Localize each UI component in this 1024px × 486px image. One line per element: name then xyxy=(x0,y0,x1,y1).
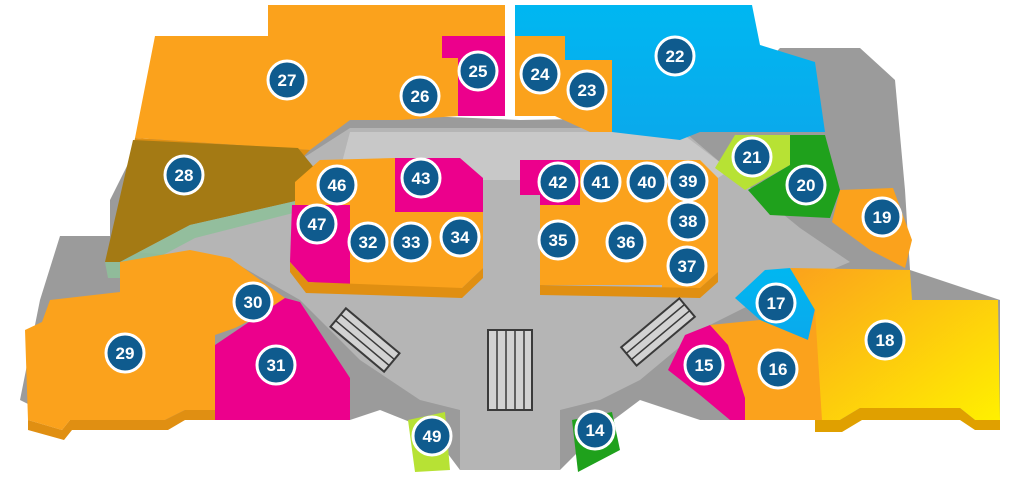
badge-label-36: 36 xyxy=(617,233,636,252)
badge-label-24: 24 xyxy=(531,65,550,84)
badge-32[interactable]: 32 xyxy=(347,221,389,263)
badge-label-49: 49 xyxy=(423,427,442,446)
block-east-front xyxy=(540,272,718,298)
badge-25[interactable]: 25 xyxy=(457,50,499,92)
badge-41[interactable]: 41 xyxy=(580,161,622,203)
unit-27[interactable] xyxy=(135,5,505,150)
badge-label-21: 21 xyxy=(743,148,762,167)
badge-label-25: 25 xyxy=(469,62,488,81)
unit-28-ledge xyxy=(105,175,328,278)
badge-20[interactable]: 20 xyxy=(785,164,827,206)
badge-16[interactable]: 16 xyxy=(757,348,799,390)
badge-18[interactable]: 18 xyxy=(864,319,906,361)
badge-33[interactable]: 33 xyxy=(390,221,432,263)
badge-15[interactable]: 15 xyxy=(683,344,725,386)
badge-46[interactable]: 46 xyxy=(316,164,358,206)
badge-label-32: 32 xyxy=(359,233,378,252)
badge-27[interactable]: 27 xyxy=(266,59,308,101)
badge-38[interactable]: 38 xyxy=(667,200,709,242)
badge-19[interactable]: 19 xyxy=(861,196,903,238)
badge-label-38: 38 xyxy=(679,212,698,231)
badge-label-26: 26 xyxy=(411,87,430,106)
badge-label-31: 31 xyxy=(267,356,286,375)
badge-label-33: 33 xyxy=(402,233,421,252)
badge-17[interactable]: 17 xyxy=(755,282,797,324)
badge-37[interactable]: 37 xyxy=(666,245,708,287)
badge-label-35: 35 xyxy=(549,231,568,250)
badge-label-46: 46 xyxy=(328,176,347,195)
block-west-front xyxy=(290,262,483,298)
badge-26[interactable]: 26 xyxy=(399,75,441,117)
unit-18-front xyxy=(815,408,1000,432)
badge-label-29: 29 xyxy=(116,344,135,363)
escalator-west xyxy=(329,306,401,374)
badge-label-34: 34 xyxy=(451,228,470,247)
badge-label-27: 27 xyxy=(278,71,297,90)
badge-31[interactable]: 31 xyxy=(255,344,297,386)
badge-47[interactable]: 47 xyxy=(296,203,338,245)
badge-label-22: 22 xyxy=(666,47,685,66)
escalator-east xyxy=(619,296,697,368)
badge-35[interactable]: 35 xyxy=(537,219,579,261)
badge-40[interactable]: 40 xyxy=(626,161,668,203)
unit-badges: 27 25 26 24 23 22 28 21 20 19 46 43 47 3… xyxy=(104,35,906,457)
badge-23[interactable]: 23 xyxy=(566,69,608,111)
badge-label-43: 43 xyxy=(412,169,431,188)
badge-label-41: 41 xyxy=(592,173,611,192)
badge-label-47: 47 xyxy=(308,215,327,234)
badge-label-18: 18 xyxy=(876,331,895,350)
badge-label-39: 39 xyxy=(679,172,698,191)
badge-label-23: 23 xyxy=(578,81,597,100)
badge-label-15: 15 xyxy=(695,356,714,375)
badge-42[interactable]: 42 xyxy=(537,161,579,203)
badge-label-17: 17 xyxy=(767,294,786,313)
badge-21[interactable]: 21 xyxy=(731,136,773,178)
badge-28[interactable]: 28 xyxy=(163,154,205,196)
badge-label-19: 19 xyxy=(873,208,892,227)
badge-39[interactable]: 39 xyxy=(667,160,709,202)
badge-24[interactable]: 24 xyxy=(519,53,561,95)
badge-label-37: 37 xyxy=(678,257,697,276)
escalators xyxy=(329,296,697,411)
badge-30[interactable]: 30 xyxy=(232,281,274,323)
badge-label-14: 14 xyxy=(586,421,605,440)
badge-label-20: 20 xyxy=(797,176,816,195)
badge-14[interactable]: 14 xyxy=(574,409,616,451)
badge-label-42: 42 xyxy=(549,173,568,192)
badge-22[interactable]: 22 xyxy=(654,35,696,77)
badge-43[interactable]: 43 xyxy=(400,157,442,199)
unit-29-front xyxy=(28,410,215,440)
escalator-center xyxy=(487,329,533,411)
badge-label-16: 16 xyxy=(769,360,788,379)
badge-label-28: 28 xyxy=(175,166,194,185)
badge-49[interactable]: 49 xyxy=(411,415,453,457)
badge-label-40: 40 xyxy=(638,173,657,192)
badge-34[interactable]: 34 xyxy=(439,216,481,258)
badge-label-30: 30 xyxy=(244,293,263,312)
unit-28[interactable] xyxy=(105,140,320,262)
badge-29[interactable]: 29 xyxy=(104,332,146,374)
badge-36[interactable]: 36 xyxy=(605,221,647,263)
